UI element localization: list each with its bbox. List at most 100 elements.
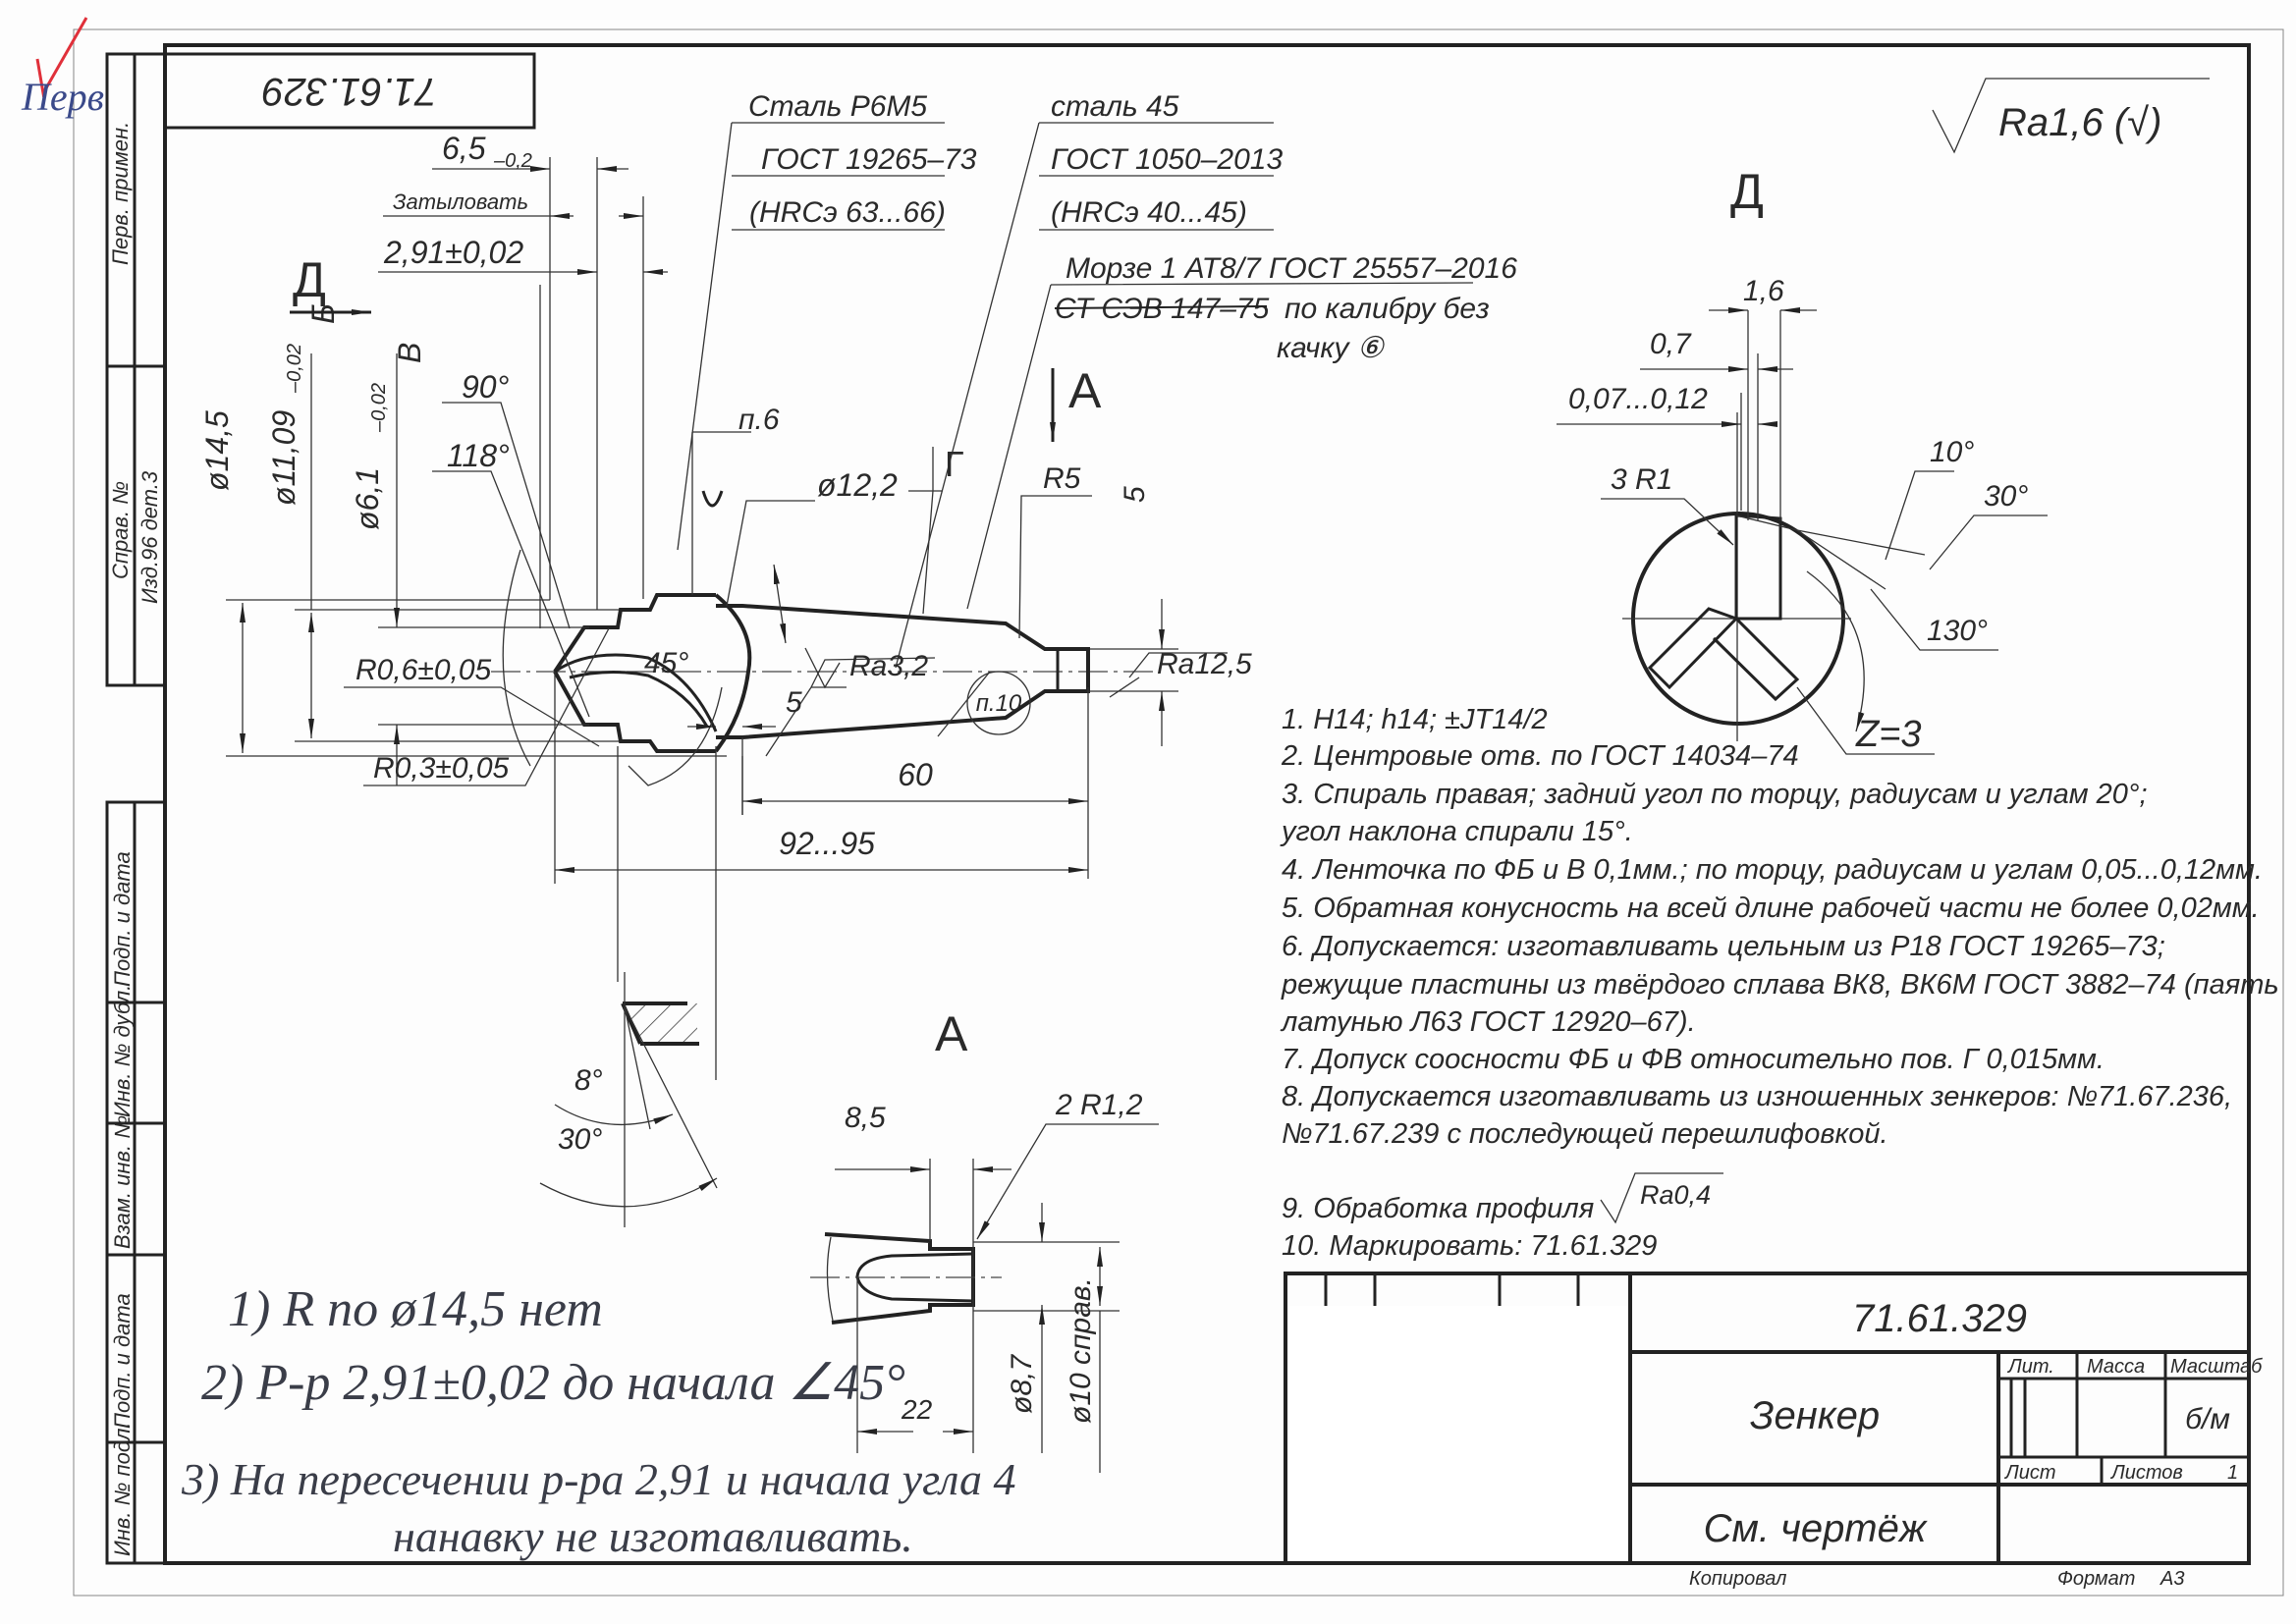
dim-r12: 2 R1,2: [1055, 1089, 1143, 1121]
stamp-inv-dubl: Инв. № дубл.: [110, 985, 135, 1117]
dim-d1109: ø11,09: [266, 410, 301, 506]
angle-30-section: 30°: [558, 1123, 602, 1156]
title-mass-label: Масса: [2087, 1356, 2145, 1378]
angle-45: 45°: [644, 647, 688, 679]
dim-d61: ø6,1: [350, 467, 385, 530]
dim-291: 2,91±0,02: [383, 235, 523, 270]
zatylovat-label: Затыловать: [393, 189, 528, 214]
handwritten-note: 1) R по ø14,5 нет: [228, 1281, 603, 1337]
title-scale-label: Масштаб: [2170, 1356, 2263, 1378]
note-line: 3. Спираль правая; задний угол по торцу,…: [1282, 779, 2148, 810]
angle-90: 90°: [462, 369, 510, 405]
view-a-arrow-label: А: [1068, 363, 1102, 418]
roughness-check-icon: [1932, 78, 2210, 154]
left-stamp-lower: Подп. и дата Инв. № дубл. Взам. инв. № П…: [105, 800, 167, 1565]
dim-85: 8,5: [845, 1102, 886, 1134]
title-copied-label: Копировал: [1689, 1568, 1786, 1590]
flute-notch: [714, 593, 752, 753]
note-line: 6. Допускается: изготавливать цельным из…: [1282, 931, 2165, 962]
dim-22: 22: [901, 1394, 933, 1425]
stamp-podp-data-2: Подп. и дата: [110, 1293, 135, 1429]
stamp-sprav-no: Справ. №: [108, 481, 133, 579]
dim-d87: ø8,7: [1006, 1354, 1038, 1414]
left-stamp-upper: Перв. примен. Справ. № Изд.96 дет.3: [105, 52, 167, 687]
angle-10: 10°: [1930, 436, 1974, 468]
note-line: 2. Центровые отв. по ГОСТ 14034–74: [1281, 740, 1799, 772]
corner-handwriting: Перв: [21, 75, 104, 119]
roughness-ra125: Ra12,5: [1157, 648, 1252, 680]
dim-r1: 3 R1: [1611, 463, 1672, 496]
title-scale-value: б/м: [2185, 1403, 2230, 1435]
dim-r5: R5: [1043, 462, 1081, 495]
title-sheet-label: Лист: [2003, 1462, 2056, 1484]
red-check-icon: [35, 17, 88, 98]
dim-d10: ø10 справ.: [1065, 1277, 1097, 1424]
title-sheets-value: 1: [2227, 1462, 2238, 1484]
angle-130: 130°: [1927, 615, 1988, 647]
roughness-check-icon: [1600, 1172, 1723, 1224]
trim-border: [73, 28, 2284, 1597]
stamp-sprav-value: Изд.96 дет.3: [137, 470, 162, 604]
view-d-title: Д: [1730, 164, 1764, 219]
dim-07: 0,7: [1650, 328, 1692, 360]
dim-007: 0,07...0,12: [1568, 383, 1708, 415]
roughness-general-label: Ra1,6 (√): [1998, 101, 2161, 144]
angle-8: 8°: [574, 1064, 603, 1097]
title-name: Зенкер: [1750, 1394, 1880, 1437]
note-line: режущие пластины из твёрдого сплава ВК8,…: [1281, 969, 2279, 1001]
material-shank-callout: сталь 45 ГОСТ 1050–2013 (HRCэ 40...45): [895, 90, 1283, 669]
roughness-ra32: Ra3,2: [849, 650, 928, 682]
handwritten-notes: 1) R по ø14,5 нет 2) Р-р 2,91±0,02 до на…: [181, 1281, 1016, 1561]
view-d-arrow-label: Д: [293, 252, 326, 307]
angle-118: 118°: [447, 438, 510, 473]
main-view-countersink: ø14,5 ø11,09 –0,02 Б ø6,1 –0,02 В 6,5 –0…: [199, 131, 1252, 1080]
handwritten-note: 3) На пересечении р-ра 2,91 и начала угл…: [181, 1454, 1016, 1504]
note-p10: п.10: [976, 690, 1022, 717]
title-block: 71.61.329 Зенкер См. чертёж Лит. Масса М…: [1284, 1272, 2263, 1590]
title-format-value: А3: [2159, 1568, 2184, 1590]
angle-30: 30°: [1984, 480, 2028, 513]
note-9: 9. Обработка профиля: [1282, 1193, 1594, 1224]
material-blade-callout: Сталь Р6М5 ГОСТ 19265–73 (HRCэ 63...66): [677, 90, 977, 551]
material-blade-line: ГОСТ 19265–73: [761, 143, 977, 176]
title-material: См. чертёж: [1704, 1507, 1928, 1550]
note-line: угол наклона спирали 15°.: [1280, 816, 1633, 847]
taper-callout: Морзе 1 АТ8/7 ГОСТ 25557–2016 СТ СЭВ 147…: [966, 252, 1517, 610]
view-a-title: А: [935, 1006, 968, 1061]
teeth-count: Z=3: [1855, 714, 1922, 755]
note-line: 5. Обратная конусность на всей длине раб…: [1282, 893, 2260, 924]
dim-d61-tol: –0,02: [368, 383, 390, 433]
edge-section: 8° 30°: [539, 972, 718, 1227]
note-line: 8. Допускается изготавливать из изношенн…: [1282, 1081, 2232, 1112]
dim-5: 5: [786, 686, 802, 719]
title-sheets-label: Листов: [2109, 1462, 2183, 1484]
dim-65: 6,5: [442, 131, 486, 166]
material-shank-line: (HRCэ 40...45): [1051, 196, 1247, 229]
handwritten-note: 2) Р-р 2,91±0,02 до начала ∠45°: [201, 1355, 905, 1411]
dim-16: 1,6: [1743, 275, 1784, 307]
title-lit-label: Лит.: [2006, 1356, 2054, 1378]
doc-number-box: 71.61.329: [163, 52, 536, 130]
taper-line3: качку ⑥: [1277, 332, 1386, 364]
dim-d122: ø12,2: [817, 467, 898, 503]
dim-d1109-tol: –0,02: [284, 344, 305, 394]
stamp-vzam-inv: Взам. инв. №: [110, 1115, 135, 1249]
note-p6: п.6: [738, 404, 780, 436]
stamp-podp-data-1: Подп. и дата: [110, 851, 135, 987]
dim-60: 60: [898, 757, 933, 792]
material-shank-line: сталь 45: [1051, 90, 1179, 123]
dim-d145: ø14,5: [199, 410, 235, 491]
material-blade-line: Сталь Р6М5: [748, 90, 927, 123]
label-v: В: [392, 343, 427, 363]
technical-notes: 1. H14; h14; ±JT14/2 2. Центровые отв. п…: [1280, 704, 2279, 1262]
note-9-ra: Ra0,4: [1640, 1180, 1711, 1210]
material-blade-line: (HRCэ 63...66): [749, 196, 946, 229]
taper-line2: по калибру без: [1285, 293, 1490, 325]
title-format-label: Формат: [2057, 1568, 2135, 1590]
doc-number-rotated: 71.61.329: [262, 70, 437, 113]
note-line: латунью Л63 ГОСТ 12920–67).: [1280, 1006, 1696, 1038]
note-line: 1. H14; h14; ±JT14/2: [1282, 704, 1548, 735]
view-d-end-view: Д 1,6 0,7 0,07...0,12 3 R1 10° 30° 130° …: [1557, 164, 2048, 755]
note-line: 4. Ленточка по ФБ и В 0,1мм.; по торцу, …: [1282, 854, 2263, 886]
